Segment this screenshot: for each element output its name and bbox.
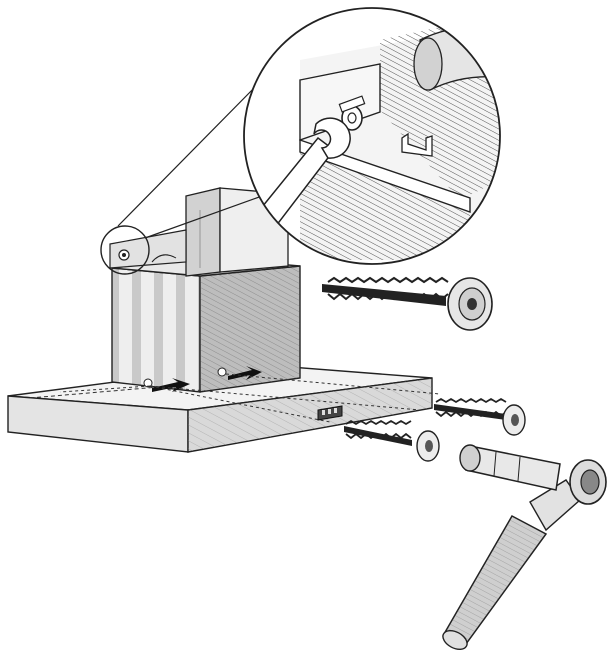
mounting-screw [322, 276, 449, 306]
control-panel [317, 405, 343, 421]
mounting-washer [447, 277, 493, 331]
mounting-bracket [109, 229, 187, 269]
mounting-washer [502, 404, 526, 436]
mounting-screw [344, 419, 412, 446]
detail-marker-circle [100, 225, 150, 275]
mounting-washer [416, 430, 440, 462]
callout-leader-line [117, 83, 259, 227]
socket-wrench [442, 444, 607, 651]
screw-paths [59, 373, 441, 423]
detail-callout [243, 7, 501, 265]
callout-leader-line [144, 195, 263, 239]
chimney-base [111, 257, 301, 393]
mounting-screw [434, 397, 507, 420]
alignment-arrows [143, 366, 262, 392]
